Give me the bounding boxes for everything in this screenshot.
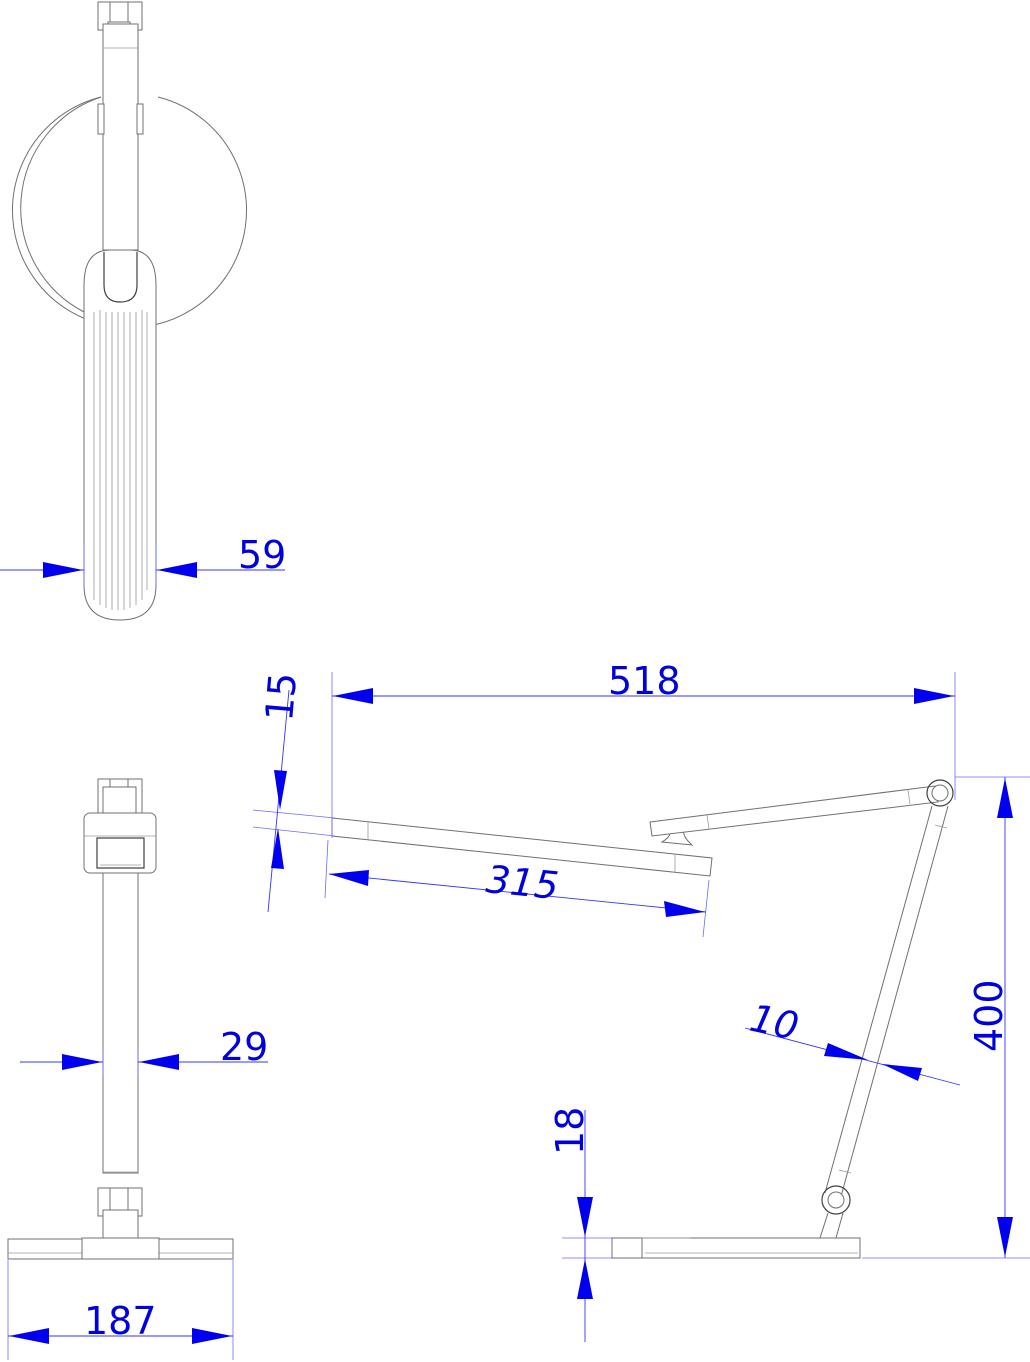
dim-187: 187 [7,1260,234,1360]
lamp-head [83,249,157,621]
dim-10: 10 [744,996,961,1086]
dim-315: 315 [324,839,710,938]
dim-label-29: 29 [220,1025,268,1069]
front-view: 29 187 [7,778,268,1360]
dim-label-10: 10 [746,996,802,1049]
dim-518: 518 [331,659,956,838]
side-view: 518 15 315 10 [252,659,1030,1342]
dim-18: 18 [548,1107,612,1342]
dim-label-518: 518 [608,659,681,703]
dim-label-315: 315 [484,857,561,908]
dim-15: 15 [252,671,336,913]
side-base [641,1237,861,1259]
head-hinge [83,812,157,874]
top-view: 59 [0,1,286,621]
upper-arm [649,785,939,837]
top-hinge [926,779,954,807]
dim-400: 400 [862,776,1030,1259]
dim-label-400: 400 [967,979,1011,1052]
bottom-hinge [821,1185,851,1215]
dim-label-18: 18 [548,1107,592,1155]
dim-29: 29 [20,1025,268,1075]
dim-59: 59 [0,533,286,585]
arm-top [102,23,139,251]
dim-label-187: 187 [84,1299,157,1343]
dim-label-59: 59 [238,533,286,577]
dim-label-15: 15 [257,671,305,723]
pole [102,872,139,1174]
